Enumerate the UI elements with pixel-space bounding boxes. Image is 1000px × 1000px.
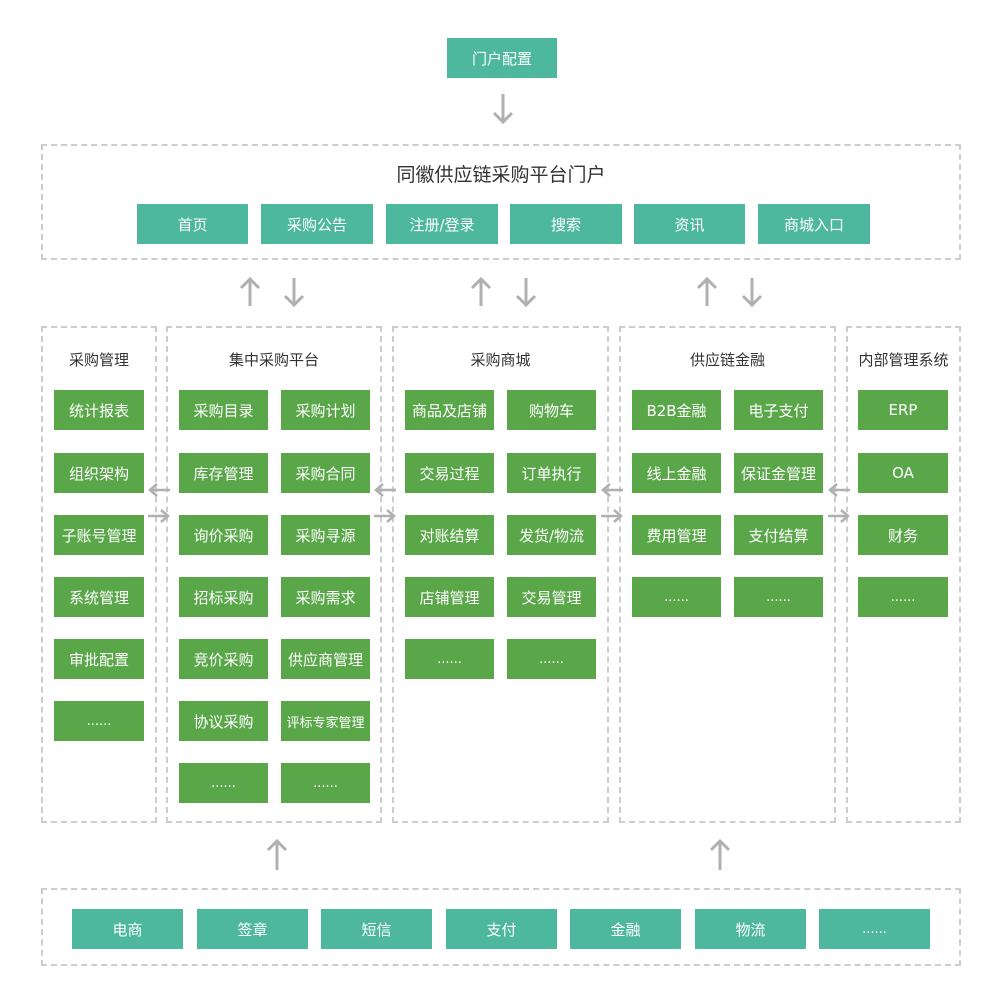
internal-system-item[interactable]: 财务 [858, 515, 948, 555]
arrow-left-icon [826, 482, 852, 498]
central-platform-item[interactable]: 采购目录 [179, 390, 268, 430]
internal-system-item[interactable]: ...... [858, 577, 948, 617]
procurement-mgmt-panel [41, 326, 157, 823]
finance-item[interactable]: 电子支付 [734, 390, 823, 430]
mall-item[interactable]: 发货/物流 [507, 515, 596, 555]
internal-system-item[interactable]: ERP [858, 390, 948, 430]
arrow-left-icon [599, 482, 625, 498]
central-platform-item[interactable]: 采购寻源 [281, 515, 370, 555]
central-platform-item[interactable]: ...... [179, 763, 268, 803]
arrow-left-icon [146, 482, 172, 498]
external-service-item[interactable]: ...... [819, 909, 930, 949]
arrow-down-icon [740, 276, 764, 308]
finance-item[interactable]: 费用管理 [632, 515, 721, 555]
arrow-up-icon [469, 276, 493, 308]
portal-container [41, 144, 961, 260]
central-platform-item[interactable]: 采购计划 [281, 390, 370, 430]
external-service-item[interactable]: 物流 [695, 909, 806, 949]
finance-item[interactable]: ...... [632, 577, 721, 617]
central-platform-item[interactable]: 招标采购 [179, 577, 268, 617]
external-service-item[interactable]: 金融 [570, 909, 681, 949]
external-service-item[interactable]: 短信 [321, 909, 432, 949]
procurement-mgmt-item[interactable]: 子账号管理 [54, 515, 144, 555]
arrow-up-icon [265, 838, 289, 872]
internal-system-title: 内部管理系统 [858, 351, 949, 369]
procurement-mgmt-title: 采购管理 [68, 351, 129, 369]
central-platform-item[interactable]: ...... [281, 763, 370, 803]
finance-item[interactable]: 支付结算 [734, 515, 823, 555]
portal-item-search[interactable]: 搜索 [510, 204, 622, 244]
finance-item[interactable]: B2B金融 [632, 390, 721, 430]
external-service-item[interactable]: 签章 [197, 909, 308, 949]
external-services-container [41, 888, 961, 966]
arrow-left-icon [372, 482, 398, 498]
mall-item[interactable]: 交易管理 [507, 577, 596, 617]
central-platform-item[interactable]: 采购需求 [281, 577, 370, 617]
mall-panel [392, 326, 609, 823]
central-platform-item[interactable]: 协议采购 [179, 701, 268, 741]
mall-item[interactable]: 购物车 [507, 390, 596, 430]
mall-item[interactable]: 订单执行 [507, 453, 596, 493]
arrow-right-icon [146, 508, 172, 524]
mall-item[interactable]: ...... [405, 639, 494, 679]
arrow-down-icon [491, 92, 515, 126]
arrow-right-icon [372, 508, 398, 524]
external-service-item[interactable]: 支付 [446, 909, 557, 949]
mall-title: 采购商城 [470, 351, 531, 369]
procurement-mgmt-item[interactable]: 审批配置 [54, 639, 144, 679]
procurement-mgmt-item[interactable]: 组织架构 [54, 453, 144, 493]
mall-item[interactable]: 对账结算 [405, 515, 494, 555]
central-platform-item[interactable]: 供应商管理 [281, 639, 370, 679]
central-platform-item[interactable]: 库存管理 [179, 453, 268, 493]
internal-system-item[interactable]: OA [858, 453, 948, 493]
arrow-right-icon [826, 508, 852, 524]
mall-item[interactable]: 交易过程 [405, 453, 494, 493]
portal-item-news[interactable]: 资讯 [634, 204, 745, 244]
finance-title: 供应链金融 [689, 351, 765, 369]
mall-item[interactable]: 店铺管理 [405, 577, 494, 617]
central-platform-title: 集中采购平台 [228, 351, 319, 369]
arrow-down-icon [282, 276, 306, 308]
central-platform-item[interactable]: 竞价采购 [179, 639, 268, 679]
procurement-mgmt-item[interactable]: ...... [54, 701, 144, 741]
central-platform-item[interactable]: 询价采购 [179, 515, 268, 555]
portal-item-mall-entry[interactable]: 商城入口 [758, 204, 870, 244]
central-platform-panel [166, 326, 382, 823]
portal-item-home[interactable]: 首页 [137, 204, 248, 244]
portal-config-node: 门户配置 [447, 38, 557, 78]
mall-item[interactable]: 商品及店铺 [405, 390, 494, 430]
finance-panel [619, 326, 836, 823]
central-platform-item[interactable]: 采购合同 [281, 453, 370, 493]
procurement-mgmt-item[interactable]: 系统管理 [54, 577, 144, 617]
arrow-up-icon [695, 276, 719, 308]
central-platform-item[interactable]: 评标专家管理 [281, 701, 370, 741]
arrow-down-icon [514, 276, 538, 308]
portal-item-login[interactable]: 注册/登录 [386, 204, 498, 244]
internal-system-panel [846, 326, 961, 823]
arrow-right-icon [599, 508, 625, 524]
mall-item[interactable]: ...... [507, 639, 596, 679]
finance-item[interactable]: 保证金管理 [734, 453, 823, 493]
procurement-mgmt-item[interactable]: 统计报表 [54, 390, 144, 430]
finance-item[interactable]: ...... [734, 577, 823, 617]
external-service-item[interactable]: 电商 [72, 909, 183, 949]
portal-item-announcement[interactable]: 采购公告 [261, 204, 373, 244]
arrow-up-icon [238, 276, 262, 308]
arrow-up-icon [708, 838, 732, 872]
portal-title: 同徽供应链采购平台门户 [396, 164, 606, 186]
finance-item[interactable]: 线上金融 [632, 453, 721, 493]
